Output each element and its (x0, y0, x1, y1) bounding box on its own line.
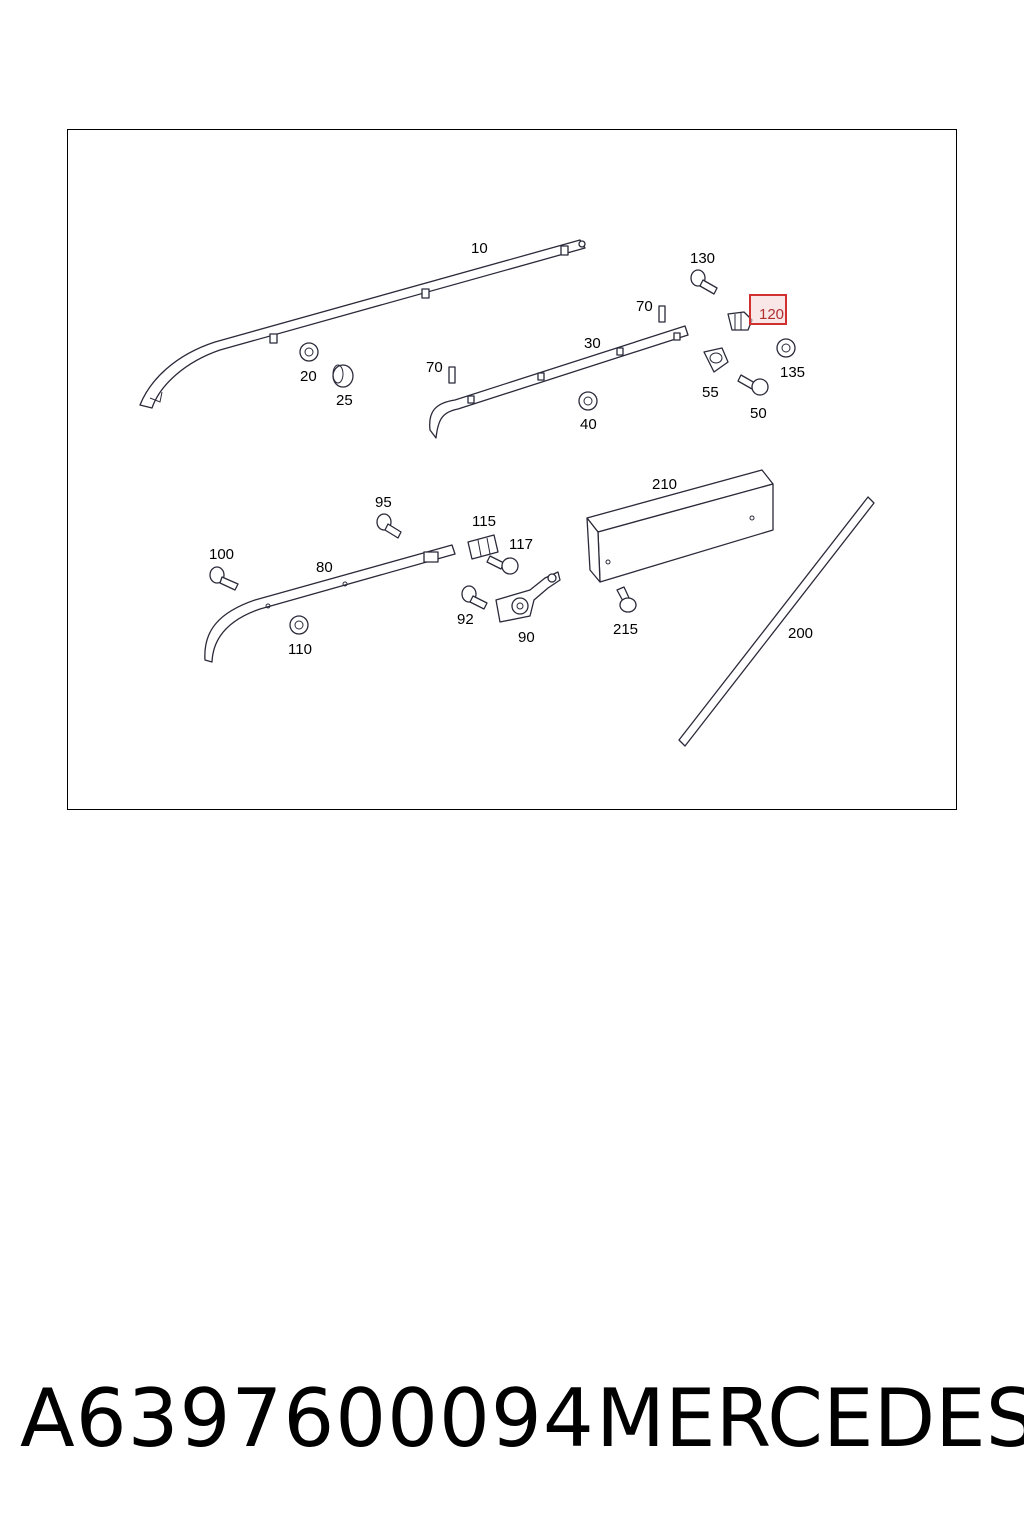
brand-name: MERCEDES (596, 1372, 1024, 1465)
label-110: 110 (288, 641, 312, 658)
label-100: 100 (209, 546, 234, 563)
part-120-clip (727, 294, 787, 331)
part-92-bolt (461, 585, 488, 610)
label-40: 40 (580, 416, 597, 433)
label-50: 50 (750, 405, 767, 422)
part-117-bolt (486, 555, 519, 575)
label-92: 92 (457, 611, 474, 628)
part-200-strip (678, 496, 875, 747)
part-100-bolt (209, 566, 239, 591)
diagram-frame (67, 129, 957, 810)
label-120: 120 (759, 306, 784, 323)
part-25-cap (332, 364, 354, 388)
label-135: 135 (780, 364, 805, 381)
part-50-bolt (737, 374, 769, 396)
part-80-rail (204, 544, 456, 663)
part-210-panel (586, 469, 774, 583)
part-95-bolt (376, 513, 402, 539)
part-40-nut (578, 391, 598, 411)
label-215: 215 (613, 621, 638, 638)
label-20: 20 (300, 368, 317, 385)
label-115: 115 (472, 513, 496, 530)
label-55: 55 (702, 384, 719, 401)
label-130: 130 (690, 250, 715, 267)
part-130-bolt (690, 269, 718, 295)
part-135-nut (776, 338, 796, 358)
label-30: 30 (584, 335, 601, 352)
part-number: A6397600094 (20, 1372, 595, 1465)
part-90-roller (495, 571, 561, 623)
part-10-rail (139, 239, 586, 409)
label-10: 10 (471, 240, 488, 257)
part-110-nut (289, 615, 309, 635)
label-25: 25 (336, 392, 353, 409)
label-200: 200 (788, 625, 813, 642)
label-70-left: 70 (426, 359, 443, 376)
highlight-box-120 (749, 294, 787, 325)
part-30-rail (429, 325, 689, 439)
part-20-nut (299, 342, 319, 362)
label-90: 90 (518, 629, 535, 646)
part-70-clip-right (658, 305, 666, 323)
label-117: 117 (509, 536, 533, 553)
part-70-clip-left (448, 366, 456, 384)
part-55-grommet (703, 347, 729, 373)
label-210: 210 (652, 476, 677, 493)
part-215-screw (616, 586, 637, 613)
part-115-pad (467, 534, 499, 560)
label-80: 80 (316, 559, 333, 576)
label-95: 95 (375, 494, 392, 511)
label-70-right: 70 (636, 298, 653, 315)
